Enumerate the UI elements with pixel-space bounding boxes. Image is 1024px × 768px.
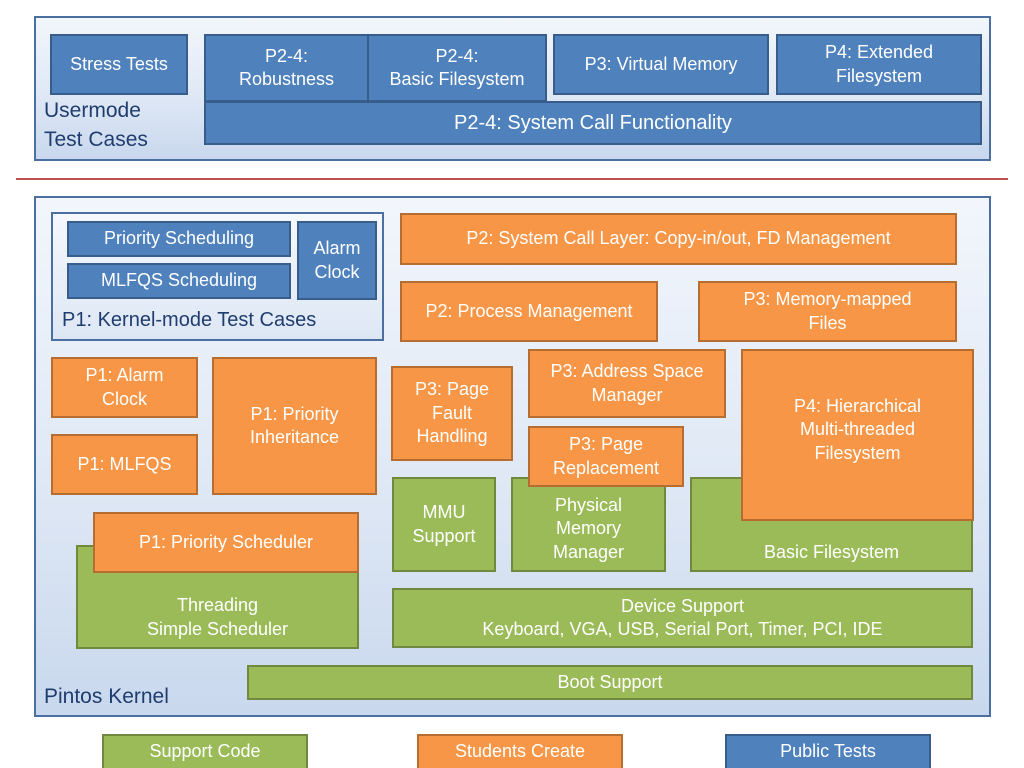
extended-filesystem-box: P4: Extended Filesystem xyxy=(776,34,982,95)
legend-public-tests: Public Tests xyxy=(725,734,931,768)
virtual-memory-box: P3: Virtual Memory xyxy=(553,34,769,95)
legend-students-create: Students Create xyxy=(417,734,623,768)
mlfqs-scheduling-box: MLFQS Scheduling xyxy=(67,263,291,299)
memory-mapped-files-box: P3: Memory-mapped Files xyxy=(698,281,957,342)
basic-filesystem-tests-box: P2-4: Basic Filesystem xyxy=(367,34,547,102)
page-replacement-box: P3: Page Replacement xyxy=(528,426,684,487)
boot-support-box: Boot Support xyxy=(247,665,973,700)
syscall-functionality-box: P2-4: System Call Functionality xyxy=(204,101,982,145)
p1-alarm-clock-box: P1: Alarm Clock xyxy=(51,357,198,418)
divider-line xyxy=(16,178,1008,180)
page-fault-handling-box: P3: Page Fault Handling xyxy=(391,366,513,461)
robustness-box: P2-4: Robustness xyxy=(204,34,369,102)
process-management-box: P2: Process Management xyxy=(400,281,658,342)
p1-priority-inheritance-box: P1: Priority Inheritance xyxy=(212,357,377,495)
address-space-manager-box: P3: Address Space Manager xyxy=(528,349,726,418)
physical-memory-manager-box: Physical Memory Manager xyxy=(511,477,666,572)
kernel-title: Pintos Kernel xyxy=(44,685,169,708)
legend-support-code: Support Code xyxy=(102,734,308,768)
priority-scheduler-box: P1: Priority Scheduler xyxy=(93,512,359,573)
syscall-layer-box: P2: System Call Layer: Copy-in/out, FD M… xyxy=(400,213,957,265)
priority-scheduling-box: Priority Scheduling xyxy=(67,221,291,257)
device-support-box: Device Support Keyboard, VGA, USB, Seria… xyxy=(392,588,973,648)
hierarchical-fs-box: P4: Hierarchical Multi-threaded Filesyst… xyxy=(741,349,974,521)
p1-mlfqs-box: P1: MLFQS xyxy=(51,434,198,495)
alarm-clock-test-box: Alarm Clock xyxy=(297,221,377,300)
p1-tests-title: P1: Kernel-mode Test Cases xyxy=(62,309,317,331)
usermode-title: Usermode Test Cases xyxy=(44,99,148,152)
mmu-support-box: MMU Support xyxy=(392,477,496,572)
stress-tests-box: Stress Tests xyxy=(50,34,188,95)
